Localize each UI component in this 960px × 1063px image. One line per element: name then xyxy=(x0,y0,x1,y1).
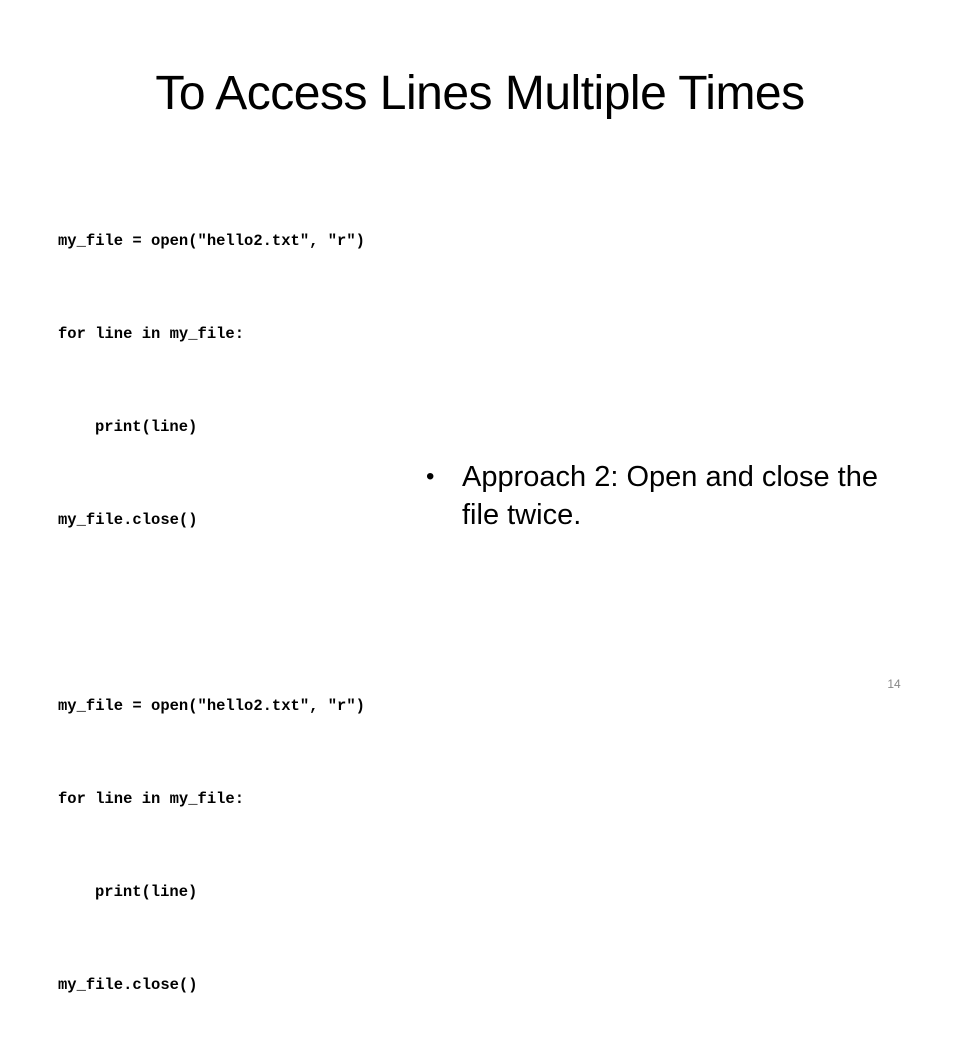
bullet-icon: • xyxy=(426,463,435,490)
bullet-item: • Approach 2: Open and close the file tw… xyxy=(424,458,904,534)
code-line: my_file = open("hello2.txt", "r") xyxy=(58,697,365,715)
slide-title: To Access Lines Multiple Times xyxy=(155,67,805,120)
code-line: my_file = open("hello2.txt", "r") xyxy=(58,232,365,250)
code-line: my_file.close() xyxy=(58,511,198,529)
slide: To Access Lines Multiple Times my_file =… xyxy=(58,67,904,994)
bullet-list: • Approach 2: Open and close the file tw… xyxy=(424,458,904,534)
code-line: print(line) xyxy=(95,418,198,436)
bullet-text: Approach 2: Open and close the file twic… xyxy=(462,461,878,531)
code-line: print(line) xyxy=(95,883,198,901)
code-line: for line in my_file: xyxy=(58,325,245,343)
page-number: 14 xyxy=(887,677,901,691)
code-line: my_file.close() xyxy=(58,976,198,994)
code-line: for line in my_file: xyxy=(58,790,245,808)
code-block: my_file = open("hello2.txt", "r") for li… xyxy=(58,164,365,1063)
code-line-blank xyxy=(58,598,365,629)
